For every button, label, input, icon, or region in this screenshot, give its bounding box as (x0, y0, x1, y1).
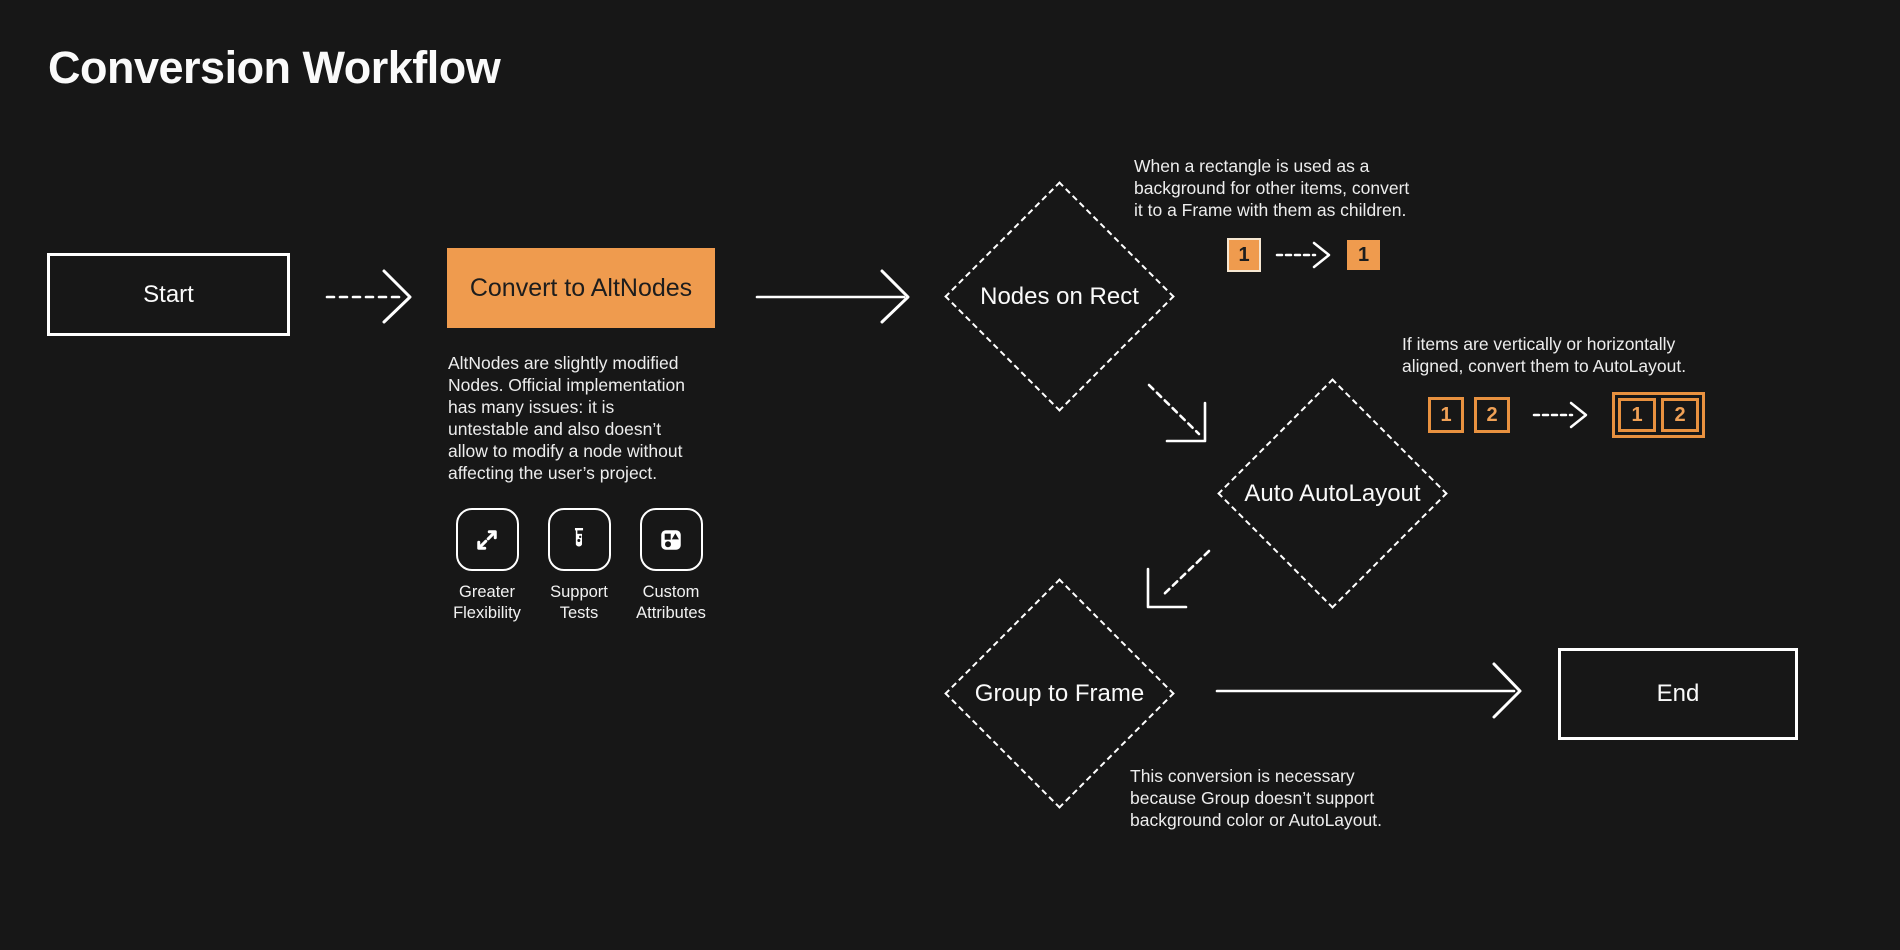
arrow-nodesonrect-to-autolayout-head (1165, 401, 1207, 443)
nodes-on-rect-node: Nodes on Rect (944, 181, 1175, 412)
test-tube-icon (574, 527, 584, 547)
demo-item2-box: 2 (1474, 397, 1510, 433)
demo-dashed-arrow-icon (1532, 401, 1588, 429)
page-title: Conversion Workflow (48, 42, 501, 93)
convert-to-altnodes-node: Convert to AltNodes (447, 248, 715, 328)
feature-tile (455, 508, 519, 571)
demo-grouped-frame: 1 2 (1612, 392, 1705, 438)
auto-autolayout-note: If items are vertically or horizontally … (1402, 334, 1687, 376)
altnodes-features: Greater Flexibility Support Tests Custom… (441, 508, 717, 624)
start-node-label: Start (143, 280, 194, 308)
feature-tile (639, 508, 703, 571)
autolayout-conversion-demo: 1 2 1 2 (1428, 392, 1705, 438)
demo-rect-after-box: 1 (1347, 240, 1380, 270)
nodes-on-rect-note: When a rectangle is used as a background… (1134, 156, 1410, 220)
end-node-label: End (1656, 680, 1700, 707)
feature-tile (547, 508, 611, 571)
shapes-icon (661, 529, 681, 550)
feature-label: Support Tests (550, 583, 608, 622)
auto-autolayout-label: Auto AutoLayout (1244, 479, 1421, 507)
arrow-autolayout-to-grouptoframe (1160, 549, 1211, 598)
expand-arrows-icon (477, 529, 497, 550)
group-to-frame-label: Group to Frame (974, 679, 1145, 707)
demo-grouped-item1-box: 1 (1618, 398, 1656, 432)
arrow-nodesonrect-to-autolayout (1147, 383, 1201, 436)
demo-rect-before-box: 1 (1227, 238, 1261, 272)
feature-custom-attributes: Custom Attributes (625, 508, 717, 624)
feature-support-tests: Support Tests (533, 508, 625, 624)
demo-dashed-arrow-icon (1275, 241, 1331, 269)
demo-item1-box: 1 (1428, 397, 1464, 433)
feature-label: Custom Attributes (636, 583, 706, 622)
feature-label: Greater Flexibility (453, 583, 521, 622)
demo-grouped-item2-box: 2 (1661, 398, 1699, 432)
auto-autolayout-node: Auto AutoLayout (1217, 378, 1448, 609)
rect-conversion-demo: 1 1 (1227, 238, 1380, 272)
altnodes-description: AltNodes are slightly modified Nodes. Of… (448, 353, 686, 483)
feature-greater-flexibility: Greater Flexibility (441, 508, 533, 624)
arrow-autolayout-to-grouptoframe-head (1146, 567, 1188, 609)
arrow-start-to-convert-head (382, 269, 412, 324)
group-to-frame-node: Group to Frame (944, 578, 1175, 809)
arrow-grouptoframe-to-end-head (1492, 662, 1522, 719)
arrow-convert-to-nodesonrect-head (880, 269, 910, 324)
end-node: End (1558, 648, 1798, 740)
group-to-frame-note: This conversion is necessary because Gro… (1130, 766, 1382, 830)
start-node: Start (47, 253, 290, 336)
convert-to-altnodes-label: Convert to AltNodes (469, 273, 693, 302)
nodes-on-rect-label: Nodes on Rect (980, 282, 1139, 310)
